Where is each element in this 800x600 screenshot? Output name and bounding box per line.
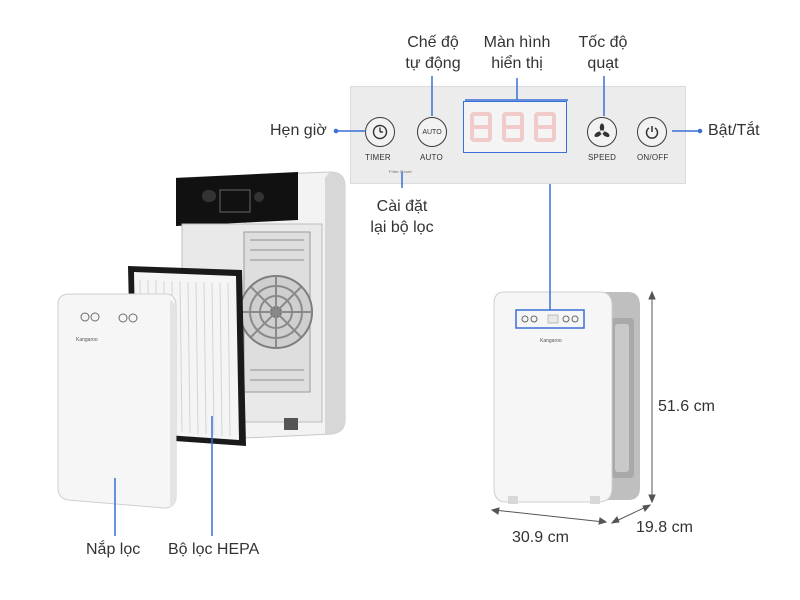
display-label-line1: Màn hình <box>483 34 551 51</box>
hepa-filter-label: Bộ lọc HEPA <box>168 541 260 558</box>
speed-button-label: SPEED <box>588 153 617 162</box>
fan-icon <box>594 123 610 138</box>
auto-button[interactable]: AUTO <box>417 117 447 147</box>
display-label-line2: hiển thị <box>491 55 543 72</box>
control-panel: TIMER Filter Reset AUTO AUTO <box>350 86 686 184</box>
front-cover-illustration <box>57 293 177 509</box>
cover-brand-logo: Kangaroo <box>76 337 98 343</box>
auto-mode-label-line2: tự động <box>405 55 461 72</box>
assembled-purifier-illustration <box>493 291 640 504</box>
height-dimension: 51.6 cm <box>658 398 715 415</box>
auto-mode-label-line1: Chế độ <box>407 34 459 51</box>
speed-button[interactable] <box>587 117 617 147</box>
housing-knob-1 <box>202 190 216 202</box>
auto-button-text: AUTO <box>422 128 442 136</box>
timer-label: Hẹn giờ <box>270 122 327 139</box>
power-button[interactable] <box>637 117 667 147</box>
purifier-housing <box>175 171 346 439</box>
speed-label-line1: Tốc độ <box>578 34 628 51</box>
housing-foot <box>284 418 298 430</box>
width-dimension: 30.9 cm <box>512 529 569 546</box>
power-label: Bật/Tắt <box>708 122 760 139</box>
depth-dimension: 19.8 cm <box>636 519 693 536</box>
onoff-button-label: ON/OFF <box>637 153 669 162</box>
housing-knob-2 <box>254 192 264 202</box>
display-screen <box>463 101 567 153</box>
front-cover-label: Nắp lọc <box>86 541 141 558</box>
power-icon <box>645 126 659 139</box>
housing-display <box>219 189 251 213</box>
filter-reset-label-line1: Cài đặt <box>376 198 428 215</box>
clock-icon <box>372 124 388 140</box>
filter-reset-label-line2: lại bộ lọc <box>370 219 434 236</box>
seven-segment-digits <box>470 112 556 142</box>
timer-button[interactable] <box>365 117 395 147</box>
front-brand-logo: Kangaroo <box>540 338 562 344</box>
filter-reset-small-label: Filter Reset <box>389 169 412 174</box>
timer-button-label: TIMER <box>365 153 391 162</box>
auto-button-label: AUTO <box>420 153 443 162</box>
speed-label-line2: quạt <box>587 55 619 72</box>
front-panel-highlight <box>515 309 585 329</box>
